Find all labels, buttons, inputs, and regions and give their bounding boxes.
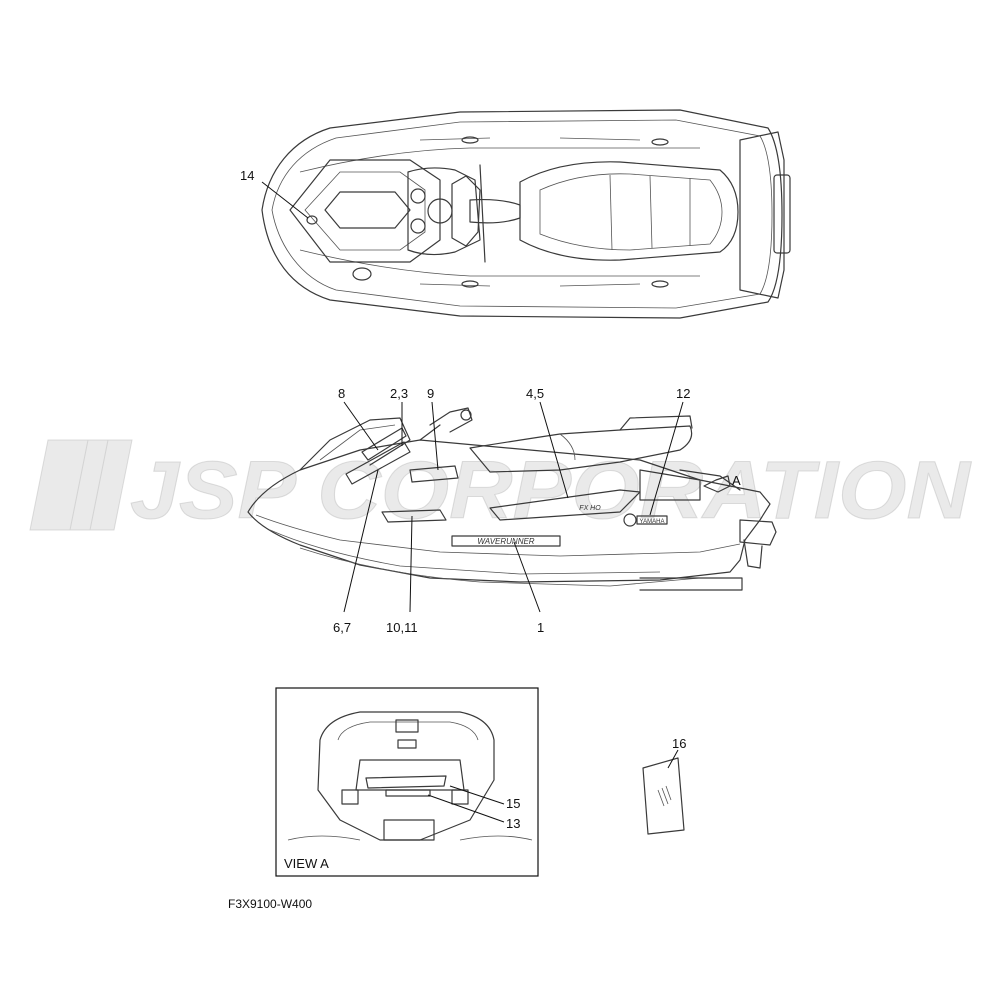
callout-15: 15: [506, 796, 520, 811]
callout-9: 9: [427, 386, 434, 401]
view-a-label: VIEW A: [284, 856, 329, 871]
top-view-watercraft: [261, 109, 791, 319]
watermark-logo-icon: [29, 439, 133, 531]
callout-view-a: A: [732, 473, 741, 488]
waverunner-decal: [451, 535, 561, 547]
watermark: JSP CORPORATION: [29, 439, 972, 537]
callout-13: 13: [506, 816, 520, 831]
leader-14: [261, 181, 309, 219]
view-a-panel: VIEW A: [275, 687, 539, 877]
decal-15: [365, 775, 447, 789]
decal-13: [385, 789, 431, 797]
callout-8: 8: [338, 386, 345, 401]
decal-1011: [381, 509, 447, 523]
waverunner-decal-text: WAVERUNNER: [477, 537, 534, 546]
callout-14: 14: [240, 168, 254, 183]
item-16-label-card: [642, 749, 685, 835]
side-view-watercraft: WAVERUNNER FX HO YAMAHA: [247, 401, 777, 613]
callout-12: 12: [676, 386, 690, 401]
decal-9: [409, 465, 459, 483]
decal-8: [361, 427, 407, 461]
view-a-arrow-icon: [703, 475, 731, 493]
callout-6-7: 6,7: [333, 620, 351, 635]
callout-labels: 14 8 2,3 9 4,5 12 A 6,7 10,11 1 16 15 13: [240, 168, 741, 831]
decal-23: [345, 441, 411, 485]
callout-1: 1: [537, 620, 544, 635]
fx-decal-text: FX HO: [579, 505, 601, 512]
decal-45: [489, 489, 641, 521]
yamaha-decal-text: YAMAHA: [640, 519, 665, 525]
yamaha-logo-icon: [623, 513, 637, 527]
callout-10-11: 10,11: [386, 620, 418, 635]
callout-16: 16: [672, 736, 686, 751]
callout-4-5: 4,5: [526, 386, 544, 401]
watermark-text: JSP CORPORATION: [130, 445, 972, 536]
callout-2-3: 2,3: [390, 386, 408, 401]
yamaha-decal: [636, 515, 668, 525]
part-code: F3X9100-W400: [228, 897, 312, 911]
